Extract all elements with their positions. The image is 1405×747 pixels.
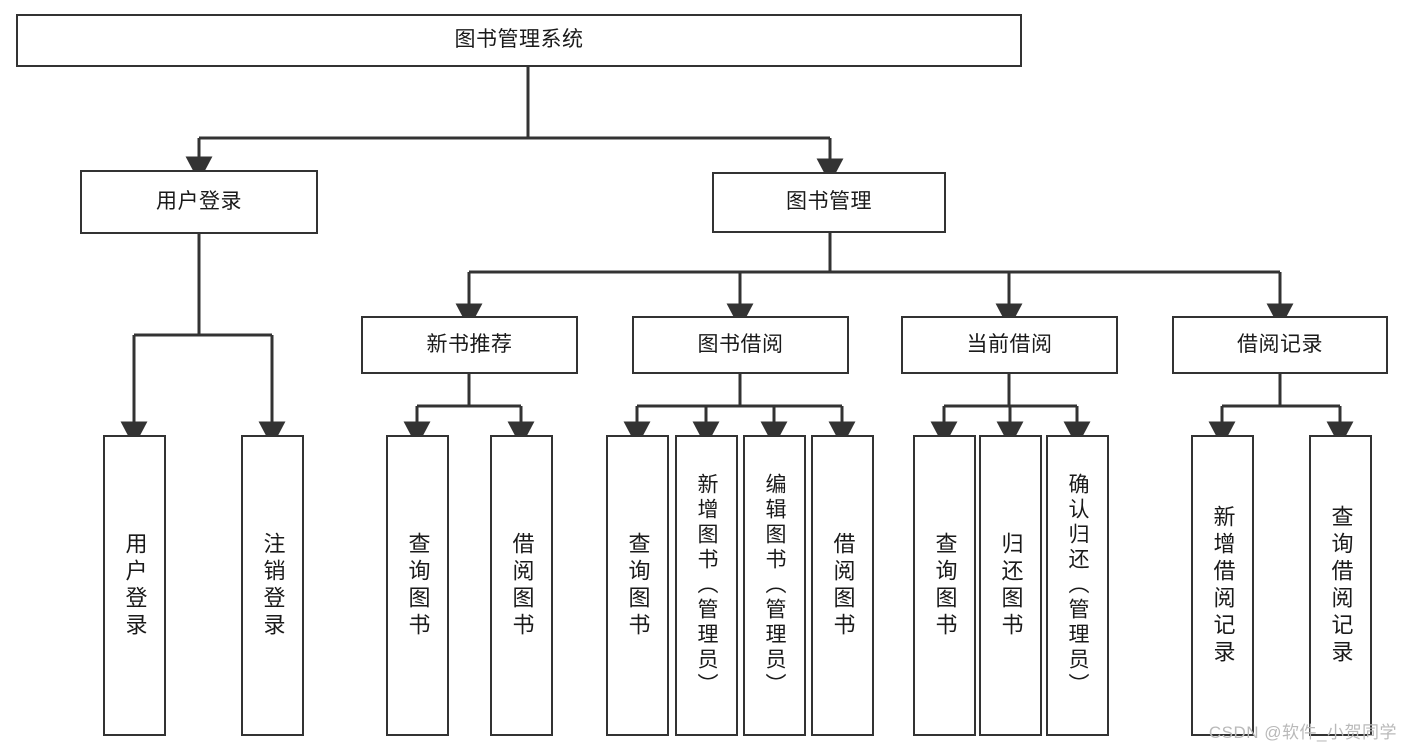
leaf-borrow-query-book-label: 查询图书 bbox=[625, 531, 651, 640]
leaf-logout[interactable]: 注销登录 bbox=[241, 435, 304, 736]
node-borrow-records-label: 借阅记录 bbox=[1237, 332, 1323, 356]
leaf-logout-label: 注销登录 bbox=[260, 531, 286, 640]
leaf-current-confirm-return-admin[interactable]: 确认归还（管理员） bbox=[1046, 435, 1109, 736]
node-book-borrow[interactable]: 图书借阅 bbox=[632, 316, 849, 374]
leaf-borrow-borrow-book[interactable]: 借阅图书 bbox=[811, 435, 874, 736]
node-current-borrow-label: 当前借阅 bbox=[966, 332, 1053, 356]
leaf-borrow-query-book[interactable]: 查询图书 bbox=[606, 435, 669, 736]
node-book-management[interactable]: 图书管理 bbox=[712, 172, 946, 233]
node-user-login[interactable]: 用户登录 bbox=[80, 170, 318, 234]
leaf-newbook-borrow-book-label: 借阅图书 bbox=[509, 531, 535, 640]
leaf-user-login[interactable]: 用户登录 bbox=[103, 435, 166, 736]
node-root-label: 图书管理系统 bbox=[454, 28, 584, 52]
leaf-newbook-borrow-book[interactable]: 借阅图书 bbox=[490, 435, 553, 736]
leaf-borrow-edit-book-admin-label: 编辑图书（管理员） bbox=[763, 473, 786, 698]
leaf-current-query-book-label: 查询图书 bbox=[932, 531, 958, 640]
leaf-current-query-book[interactable]: 查询图书 bbox=[913, 435, 976, 736]
node-borrow-records[interactable]: 借阅记录 bbox=[1172, 316, 1388, 374]
leaf-current-return-book[interactable]: 归还图书 bbox=[979, 435, 1042, 736]
node-current-borrow[interactable]: 当前借阅 bbox=[901, 316, 1118, 374]
leaf-records-add-record[interactable]: 新增借阅记录 bbox=[1191, 435, 1254, 736]
node-book-management-label: 图书管理 bbox=[786, 190, 872, 214]
node-new-book-recommend[interactable]: 新书推荐 bbox=[361, 316, 578, 374]
leaf-current-return-book-label: 归还图书 bbox=[998, 531, 1024, 640]
leaf-records-add-record-label: 新增借阅记录 bbox=[1210, 504, 1236, 667]
leaf-newbook-query-book-label: 查询图书 bbox=[405, 531, 431, 640]
leaf-records-query-record[interactable]: 查询借阅记录 bbox=[1309, 435, 1372, 736]
node-book-borrow-label: 图书借阅 bbox=[697, 332, 784, 356]
leaf-borrow-add-book-admin[interactable]: 新增图书（管理员） bbox=[675, 435, 738, 736]
leaf-borrow-edit-book-admin[interactable]: 编辑图书（管理员） bbox=[743, 435, 806, 736]
node-user-login-label: 用户登录 bbox=[156, 189, 242, 213]
node-root[interactable]: 图书管理系统 bbox=[16, 14, 1022, 67]
leaf-newbook-query-book[interactable]: 查询图书 bbox=[386, 435, 449, 736]
leaf-user-login-label: 用户登录 bbox=[122, 531, 148, 640]
node-new-book-recommend-label: 新书推荐 bbox=[426, 332, 513, 356]
leaf-borrow-add-book-admin-label: 新增图书（管理员） bbox=[695, 473, 718, 698]
leaf-borrow-borrow-book-label: 借阅图书 bbox=[830, 531, 856, 640]
leaf-current-confirm-return-admin-label: 确认归还（管理员） bbox=[1066, 473, 1089, 698]
leaf-records-query-record-label: 查询借阅记录 bbox=[1328, 504, 1354, 667]
